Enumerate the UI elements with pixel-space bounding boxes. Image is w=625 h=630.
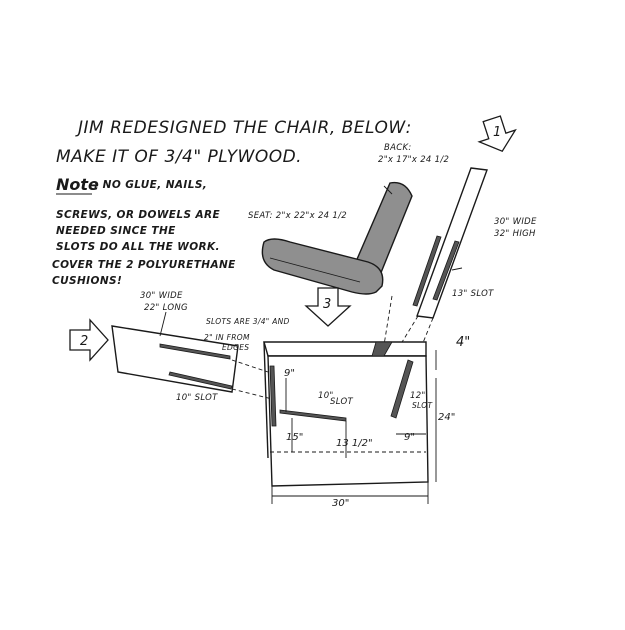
step-1-arrow: 1	[477, 115, 517, 152]
side-panel	[263, 341, 429, 487]
dim-9-top: 9"	[284, 368, 295, 379]
back-panel-height-label: 32" HIGH	[494, 229, 536, 239]
dim-15: 15"	[286, 432, 303, 443]
seat-panel	[111, 325, 239, 393]
note-line-6: CUSHIONS!	[52, 275, 122, 287]
note-line-3: NEEDED SINCE THE	[56, 225, 176, 237]
back-panel	[412, 167, 488, 319]
note-line-4: SLOTS DO ALL THE WORK.	[56, 241, 220, 253]
dim-12-slot-word: SLOT	[412, 401, 434, 410]
back-panel-slot-right	[432, 240, 460, 301]
note-label: Note	[56, 175, 99, 194]
step-1-label: 1	[493, 125, 501, 140]
slots-note-line-2: 2" IN FROM	[204, 333, 250, 342]
dim-13-half: 13 1/2"	[336, 438, 373, 449]
title-line-1: JIM REDESIGNED THE CHAIR, BELOW:	[75, 118, 412, 138]
back-cushion-label-2: 2"x 17"x 24 1/2	[378, 155, 449, 165]
seat-panel-board	[111, 325, 239, 393]
side-panel-left-edge	[263, 341, 269, 459]
projection-line	[231, 359, 269, 373]
arrow-3-icon	[304, 287, 352, 327]
side-panel-slot-a	[269, 365, 277, 427]
dim-10-slot-number: 10"	[318, 391, 334, 401]
seat-cushion-seam	[269, 257, 361, 283]
side-panel-slot-c	[390, 359, 414, 419]
dim-10-slot-word: SLOT	[330, 397, 353, 407]
arrow-2-icon	[69, 318, 109, 362]
dimension-lines	[270, 350, 437, 504]
seat-panel-leader	[159, 311, 167, 337]
slots-note-line-1: SLOTS ARE 3/4" AND	[206, 317, 290, 326]
step-3-arrow: 3	[304, 287, 352, 327]
seat-cushion-label: SEAT: 2"x 22"x 24 1/2	[248, 211, 347, 221]
back-label-leader	[383, 185, 393, 195]
note-line-5: COVER THE 2 POLYURETHANE	[52, 259, 236, 271]
seat-panel-length-label: 22" LONG	[144, 303, 188, 313]
note-line-1: : NO GLUE, NAILS,	[94, 179, 207, 191]
cushions	[261, 181, 413, 295]
slot-10-left-label: 10" SLOT	[176, 393, 218, 403]
slot-13-label: 13" SLOT	[452, 289, 494, 299]
step-3-label: 3	[323, 297, 331, 312]
step-2-label: 2	[80, 334, 88, 349]
back-panel-slot-left	[412, 235, 442, 307]
seat-panel-width-label: 30" WIDE	[140, 291, 183, 301]
side-panel-notch	[371, 341, 393, 357]
projection-line	[383, 295, 393, 346]
dim-30: 30"	[332, 498, 349, 509]
step-2-arrow: 2	[69, 318, 109, 362]
dim-4: 4"	[456, 335, 470, 350]
arrow-1-icon	[477, 115, 517, 152]
dim-12-slot-number: 12"	[410, 391, 426, 401]
back-panel-width-label: 30" WIDE	[494, 217, 537, 227]
seat-panel-slot-bottom	[168, 371, 233, 390]
title-line-2: MAKE IT OF 3/4" PLYWOOD.	[56, 147, 302, 167]
note-line-2: SCREWS, OR DOWELS ARE	[56, 209, 220, 221]
seat-panel-slot-top	[159, 343, 231, 360]
back-cushion-label-1: BACK:	[384, 143, 412, 153]
slots-note-line-3: EDGES	[222, 343, 249, 352]
dim-9-bottom: 9"	[404, 432, 415, 443]
slot-13-leader	[451, 267, 463, 271]
dim-24: 24"	[438, 412, 455, 423]
side-panel-top-edge	[263, 341, 427, 357]
